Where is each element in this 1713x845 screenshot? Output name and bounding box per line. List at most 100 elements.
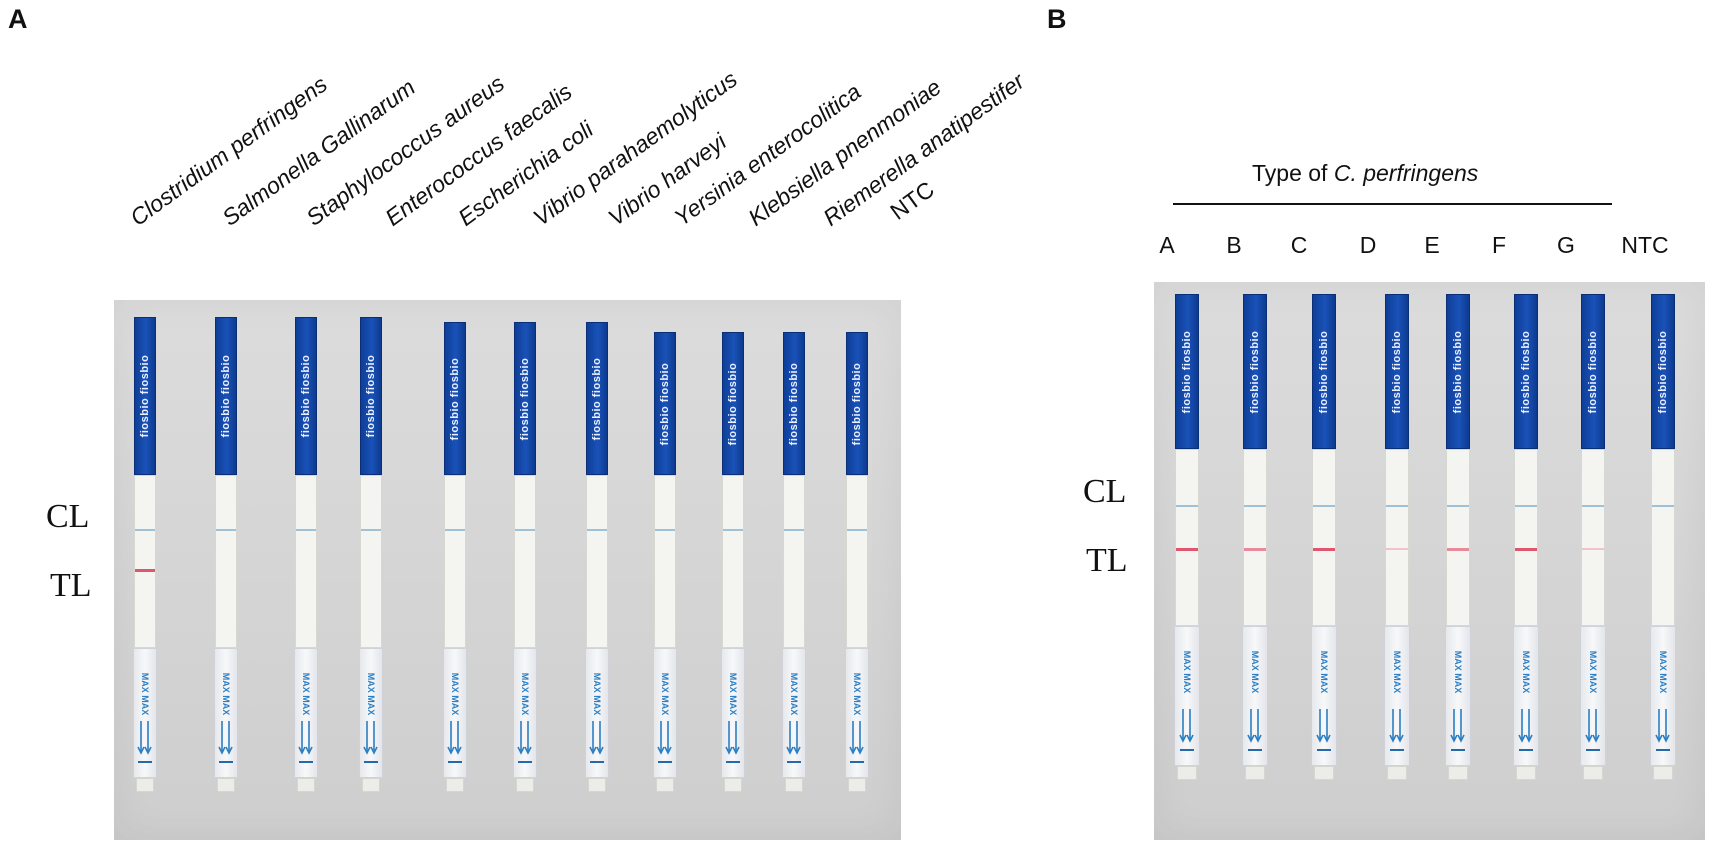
type-label: D xyxy=(1359,232,1377,258)
strip-body xyxy=(1514,449,1538,626)
flow-arrows-icon xyxy=(137,721,152,755)
test-line xyxy=(135,569,155,572)
strip-cap: fiosbio fiosbio xyxy=(1581,294,1605,449)
panel-b-title-rule xyxy=(1173,203,1612,205)
strip-brand: fiosbio fiosbio xyxy=(220,354,232,438)
control-line xyxy=(587,529,607,531)
strip-end xyxy=(445,778,465,792)
control-line xyxy=(135,529,155,531)
strip-brand: fiosbio fiosbio xyxy=(591,357,603,440)
strip-cap: fiosbio fiosbio xyxy=(1312,294,1336,449)
strip-sample-pad: MAX MAX xyxy=(1242,626,1268,766)
panel-b-title-prefix: Type of xyxy=(1252,160,1334,186)
strip-arrows xyxy=(1584,707,1602,745)
strip-sample-pad: MAX MAX xyxy=(214,648,238,778)
strip-cap: fiosbio fiosbio xyxy=(1385,294,1409,449)
strip-end xyxy=(1244,766,1266,780)
strip-sample-pad: MAX MAX xyxy=(133,648,157,778)
strip-end xyxy=(1582,766,1604,780)
strip-end xyxy=(587,778,607,792)
type-label: C xyxy=(1290,232,1308,258)
strip-max-mark: MAX MAX xyxy=(592,672,602,716)
control-line xyxy=(1652,505,1674,507)
strip-max-mark: MAX MAX xyxy=(1182,650,1192,694)
strip-cap: fiosbio fiosbio xyxy=(444,322,466,475)
strip-max-mark: MAX MAX xyxy=(520,672,530,716)
strip-body xyxy=(1581,449,1605,626)
strip-end xyxy=(515,778,535,792)
flow-arrows-icon xyxy=(218,721,233,755)
panel-b-tl-label: TL xyxy=(1086,542,1128,579)
strip-cap: fiosbio fiosbio xyxy=(215,317,237,475)
strip-max-bar xyxy=(448,761,462,763)
control-line xyxy=(784,529,804,531)
strip-brand: fiosbio fiosbio xyxy=(519,357,531,440)
strip-max-bar xyxy=(787,761,801,763)
strip-cap: fiosbio fiosbio xyxy=(654,332,676,475)
strip-max-bar xyxy=(364,761,378,763)
strip-arrows xyxy=(588,719,606,757)
strip-max-mark: MAX MAX xyxy=(140,672,150,716)
strip-max-mark: MAX MAX xyxy=(1319,650,1329,694)
control-line xyxy=(1447,505,1469,507)
control-line xyxy=(1313,505,1335,507)
test-line xyxy=(1313,548,1335,551)
strip-body xyxy=(783,475,805,648)
strip-max-mark: MAX MAX xyxy=(1453,650,1463,694)
strip-max-bar xyxy=(1450,749,1466,751)
strip-cap: fiosbio fiosbio xyxy=(1175,294,1199,449)
type-label: F xyxy=(1491,232,1507,258)
strip-brand: fiosbio fiosbio xyxy=(1520,330,1532,413)
strip-end xyxy=(1652,766,1674,780)
strip-brand: fiosbio fiosbio xyxy=(365,354,377,438)
control-line xyxy=(1582,505,1604,507)
strip-max-bar xyxy=(518,761,532,763)
test-line xyxy=(1244,548,1266,551)
strip-arrows xyxy=(1246,707,1264,745)
strip-brand: fiosbio fiosbio xyxy=(1181,330,1193,413)
flow-arrows-icon xyxy=(363,721,378,755)
strip-end xyxy=(1447,766,1469,780)
strip-brand: fiosbio fiosbio xyxy=(1391,330,1403,413)
strip-max-bar xyxy=(850,761,864,763)
strip-body xyxy=(1312,449,1336,626)
strip-max-bar xyxy=(1585,749,1601,751)
strip-end xyxy=(655,778,675,792)
strip-brand: fiosbio fiosbio xyxy=(300,354,312,438)
strip-end xyxy=(361,778,381,792)
strip-brand: fiosbio fiosbio xyxy=(139,354,151,438)
flow-arrows-icon xyxy=(1179,709,1194,743)
strip-sample-pad: MAX MAX xyxy=(1445,626,1471,766)
strip-body xyxy=(1446,449,1470,626)
strip-sample-pad: MAX MAX xyxy=(1580,626,1606,766)
strip-sample-pad: MAX MAX xyxy=(585,648,609,778)
strip-arrows xyxy=(1315,707,1333,745)
strip-end xyxy=(1313,766,1335,780)
control-line xyxy=(655,529,675,531)
strip-max-mark: MAX MAX xyxy=(789,672,799,716)
control-line xyxy=(216,529,236,531)
test-line xyxy=(1447,548,1469,551)
strip-arrows xyxy=(848,719,866,757)
control-line xyxy=(1515,505,1537,507)
flow-arrows-icon xyxy=(1247,709,1262,743)
strip-sample-pad: MAX MAX xyxy=(653,648,677,778)
strip-max-bar xyxy=(1518,749,1534,751)
strip-max-mark: MAX MAX xyxy=(221,672,231,716)
type-label: B xyxy=(1226,232,1242,258)
flow-arrows-icon xyxy=(298,721,313,755)
strip-arrows xyxy=(785,719,803,757)
strip-cap: fiosbio fiosbio xyxy=(134,317,156,475)
control-line xyxy=(1386,505,1408,507)
strip-sample-pad: MAX MAX xyxy=(1384,626,1410,766)
strip-cap: fiosbio fiosbio xyxy=(1446,294,1470,449)
strip-cap: fiosbio fiosbio xyxy=(514,322,536,475)
strip-sample-pad: MAX MAX xyxy=(1513,626,1539,766)
strip-cap: fiosbio fiosbio xyxy=(1651,294,1675,449)
strip-arrows xyxy=(217,719,235,757)
